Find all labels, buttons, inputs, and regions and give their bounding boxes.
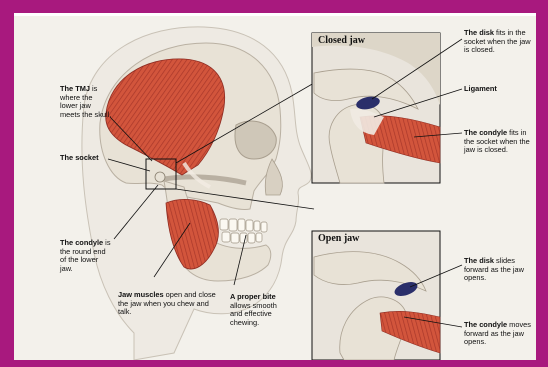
closed-jaw-panel [312, 33, 440, 183]
bite-callout: A proper bite allows smooth and effectiv… [230, 293, 290, 327]
open-jaw-title: Open jaw [318, 233, 359, 244]
tmj-joint [155, 172, 165, 182]
diagram-frame: Closed jaw Open jaw The TMJ is where the… [14, 13, 536, 360]
ligament-callout-bold: Ligament [464, 84, 497, 93]
open-condyle-callout: The condyle moves forward as the jaw ope… [464, 321, 534, 347]
tmj-callout: The TMJ is where the lower jaw meets the… [60, 85, 112, 119]
closed-jaw-title: Closed jaw [318, 35, 365, 46]
condyle-callout: The condyle is the round end of the lowe… [60, 239, 112, 273]
closed-condyle-callout: The condyle fits in the socket when the … [464, 129, 534, 155]
socket-callout-bold: The socket [60, 153, 99, 162]
socket-callout: The socket [60, 154, 120, 163]
ligament-callout: Ligament [464, 85, 534, 94]
closed-disk-callout: The disk fits in the socket when the jaw… [464, 29, 534, 55]
jaw-muscles-callout: Jaw muscles open and close the jaw when … [118, 291, 222, 317]
bite-callout-text: allows smooth and effective chewing. [230, 301, 277, 327]
open-jaw-panel [312, 231, 440, 360]
open-disk-callout: The disk slides forward as the jaw opens… [464, 257, 534, 283]
